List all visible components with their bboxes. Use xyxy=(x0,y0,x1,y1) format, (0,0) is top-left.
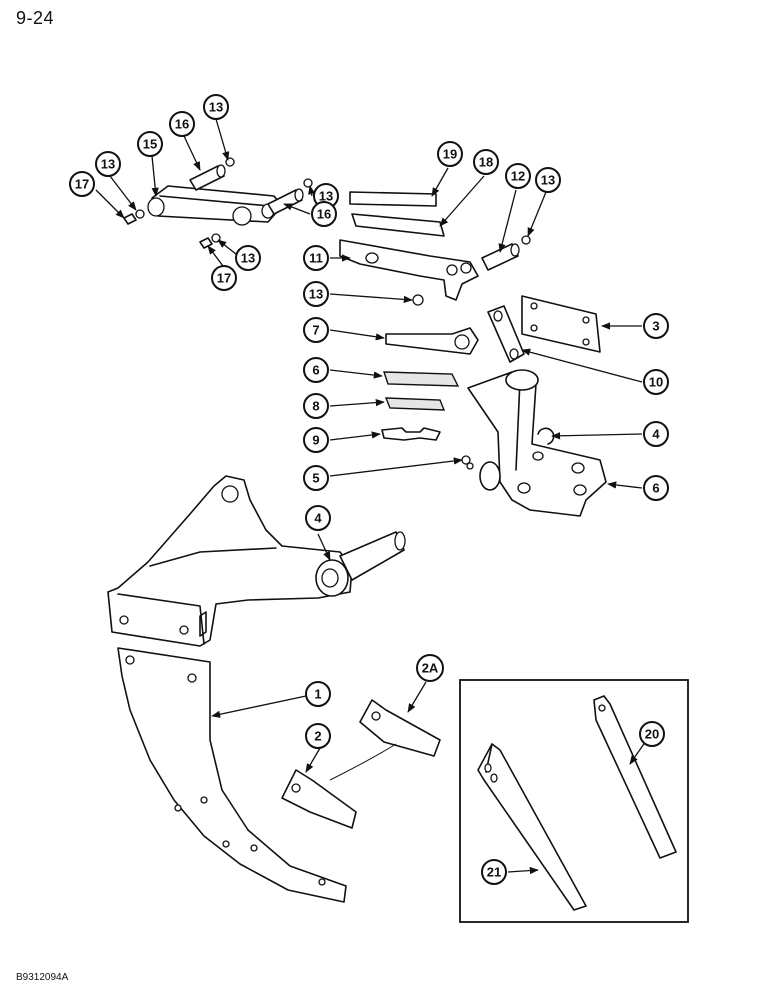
callout-4: 4 4 xyxy=(305,505,331,531)
plate-3-part xyxy=(521,295,601,353)
callout-18-a: 17 xyxy=(69,171,95,197)
callout-17-b: 16 xyxy=(311,201,337,227)
callout-label: 15 xyxy=(143,137,157,152)
callout-label: 18 xyxy=(479,155,493,170)
callout-15-b: 13 xyxy=(95,151,121,177)
callout-5: 4 xyxy=(643,421,669,447)
callout-15-d: 13 xyxy=(235,245,261,271)
callout-label-4: 4 xyxy=(314,511,322,526)
shank-1-part xyxy=(117,647,347,903)
callout-label: 21 xyxy=(487,865,501,880)
callout-label: 13 xyxy=(319,189,333,204)
callout-label: 13 xyxy=(541,173,555,188)
callout-14: 12 xyxy=(505,163,531,189)
callout-10: 8 xyxy=(303,393,329,419)
callout-label: 2 xyxy=(314,729,321,744)
mount-bracket-6-part xyxy=(467,369,607,517)
callout-label: 4 xyxy=(652,427,660,442)
callout-label: 7 xyxy=(312,323,319,338)
bolt-7-part xyxy=(461,455,474,470)
callout-label: 2A xyxy=(422,661,439,676)
page-number: 9-24 xyxy=(16,8,55,28)
shim-20-part xyxy=(349,191,437,207)
callout-13: 11 xyxy=(303,245,329,271)
blade-22-part xyxy=(477,743,587,911)
plate-8-part xyxy=(383,371,460,387)
callout-16: 15 xyxy=(137,131,163,157)
pin-lower-part xyxy=(267,188,304,215)
callout-6: 4 6 xyxy=(643,475,669,501)
callout-label: 19 xyxy=(443,147,457,162)
replacement-curve xyxy=(329,743,397,781)
snap-ring-5-part xyxy=(537,427,555,445)
callout-label: 10 xyxy=(649,375,663,390)
callout-label: 1 xyxy=(314,687,321,702)
callout-11: 9 xyxy=(303,427,329,453)
plate-11-part xyxy=(381,427,441,441)
callout-label: 13 xyxy=(101,157,115,172)
shim-19-part xyxy=(351,213,445,237)
strap-12-part xyxy=(487,305,525,363)
callout-2: 2 xyxy=(305,723,331,749)
plate-9-part xyxy=(385,327,479,355)
callout-label: 16 xyxy=(317,207,331,222)
callout-label: 9 xyxy=(312,433,319,448)
callout-label-6: 6 xyxy=(652,481,659,496)
callout-3: 3 xyxy=(643,313,669,339)
callout-8: 6 xyxy=(303,357,329,383)
pin-upper-part xyxy=(189,164,226,191)
callout-1: 1 xyxy=(305,681,331,707)
link-bar-part xyxy=(147,185,283,226)
callout-label: 20 xyxy=(645,727,659,742)
callout-label: 11 xyxy=(309,251,323,266)
point-2-part xyxy=(281,769,357,829)
pin-14-part xyxy=(481,235,531,271)
callout-12: 10 xyxy=(643,369,669,395)
callout-label: 16 xyxy=(175,117,189,132)
callout-2a: 2A xyxy=(416,654,444,682)
inset-frame xyxy=(459,679,689,923)
callout-22: 21 xyxy=(481,859,507,885)
blade-21-part xyxy=(593,695,677,859)
callout-label: 13 xyxy=(309,287,323,302)
callout-label: 5 xyxy=(312,471,319,486)
small-fittings xyxy=(123,157,313,249)
callout-label: 17 xyxy=(217,271,231,286)
frame-arm-part xyxy=(107,475,353,647)
callout-label: 13 xyxy=(209,100,223,115)
callout-17-a: 16 xyxy=(169,111,195,137)
callout-label: 8 xyxy=(312,399,319,414)
callout-label: 17 xyxy=(75,177,89,192)
plate-10-part xyxy=(384,397,446,411)
callout-20: 19 xyxy=(437,141,463,167)
callout-15-f: 13 xyxy=(303,281,329,307)
bracket-13-part xyxy=(339,239,479,301)
callout-18-b: 17 xyxy=(211,265,237,291)
callout-15-e: 13 xyxy=(535,167,561,193)
figure-code: B9312094A xyxy=(16,972,69,983)
callout-19: 18 xyxy=(473,149,499,175)
callout-7: 5 xyxy=(303,465,329,491)
callout-label: 6 xyxy=(312,363,319,378)
callout-label: 3 xyxy=(652,319,659,334)
pivot-pin-part xyxy=(315,531,406,597)
callout-label: 13 xyxy=(241,251,255,266)
point-2a-part xyxy=(359,699,441,757)
callout-9: 7 xyxy=(303,317,329,343)
ring-15-part xyxy=(412,294,424,306)
callout-21: 20 xyxy=(639,721,665,747)
callout-15-a: 13 xyxy=(203,94,229,120)
callout-label: 12 xyxy=(511,169,525,184)
